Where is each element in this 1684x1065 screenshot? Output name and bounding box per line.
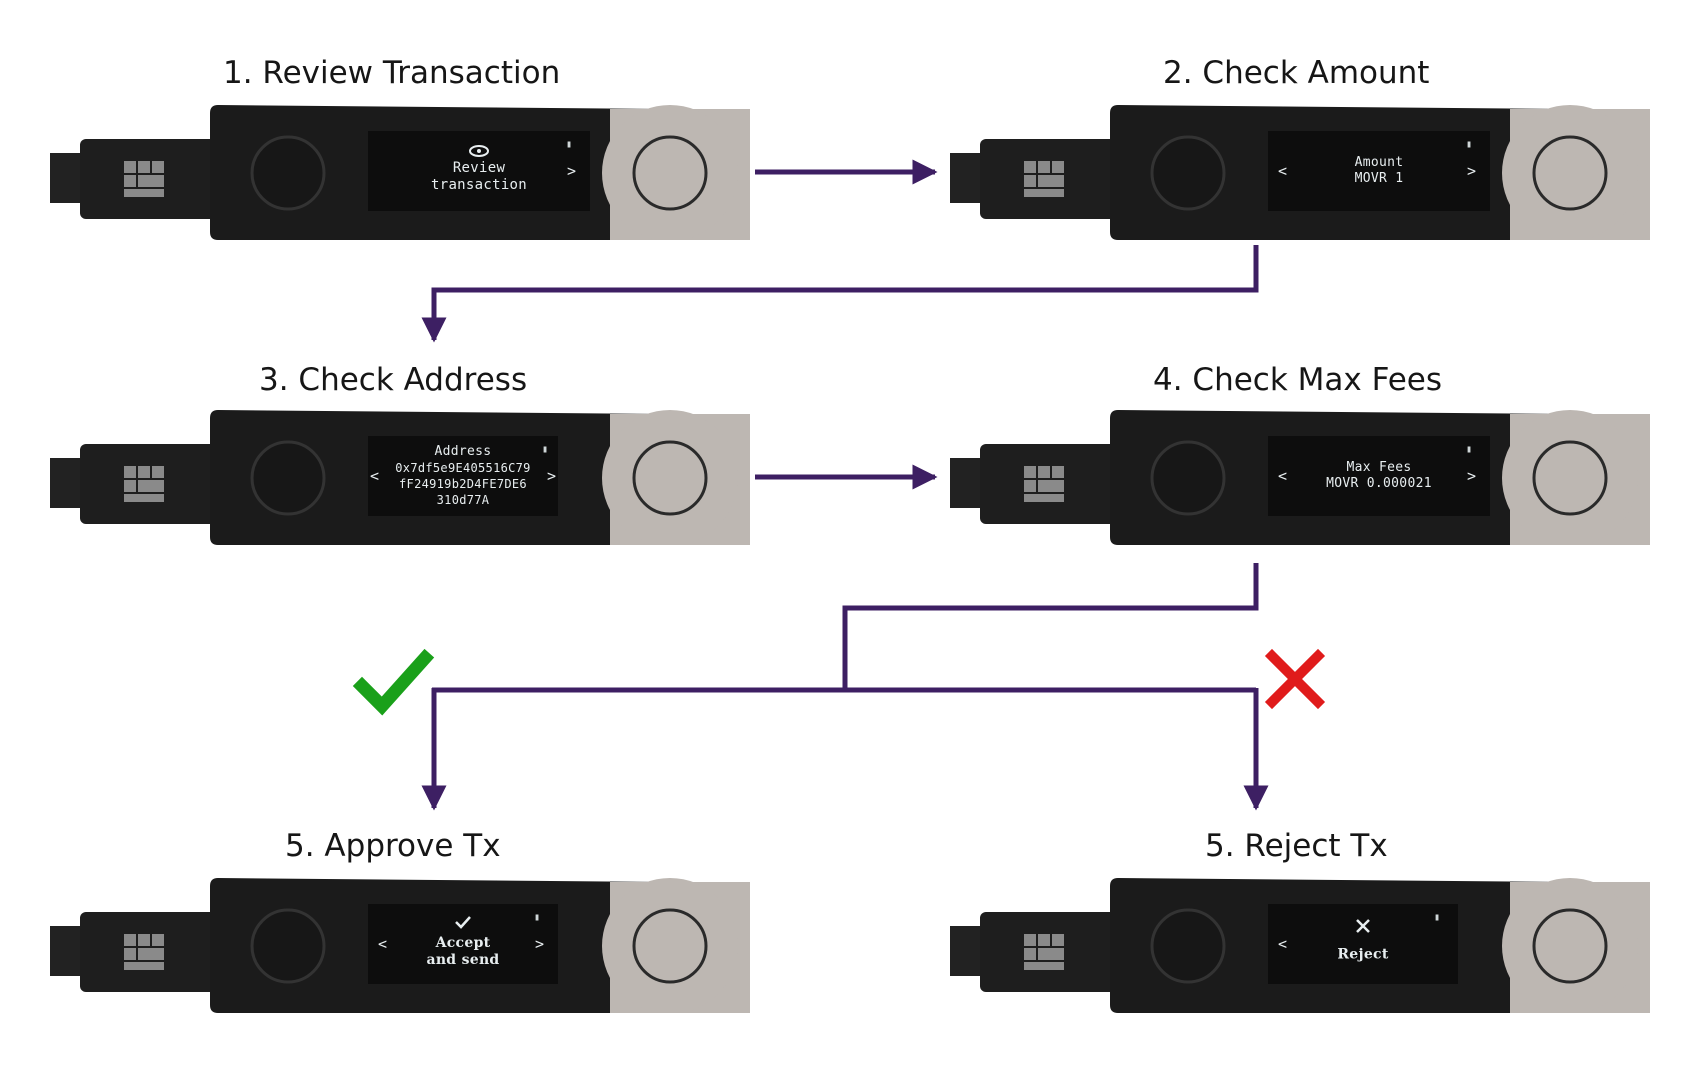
ledger-device-approve: Accept and send < > ▮	[50, 878, 750, 1013]
chevron-left-icon: <	[378, 935, 388, 953]
eye-icon	[469, 145, 489, 157]
device-screen: Max Fees MOVR 0.000021 < > ▮	[1268, 436, 1490, 516]
step5-reject-title: 5. Reject Tx	[1205, 828, 1388, 864]
chevron-right-icon: >	[1466, 162, 1476, 180]
battery-icon: ▮	[565, 139, 572, 150]
ledger-device-step4: Max Fees MOVR 0.000021 < > ▮	[950, 410, 1650, 545]
screen-line: transaction	[430, 177, 528, 194]
step4-title: 4. Check Max Fees	[1153, 362, 1443, 398]
screen-line: Amount	[1354, 155, 1404, 170]
screen-line: MOVR 1	[1354, 171, 1404, 186]
usb-logo-icon	[1024, 161, 1064, 197]
battery-icon: ▮	[541, 444, 548, 455]
battery-icon: ▮	[533, 912, 540, 923]
step1-title: 1. Review Transaction	[223, 55, 561, 91]
screen-line: 310d77A	[436, 493, 490, 507]
screen-line: Max Fees	[1346, 460, 1412, 475]
usb-logo-icon	[124, 466, 164, 502]
usb-logo-icon	[1024, 934, 1064, 970]
screen-line: fF24919b2D4FE7DE6	[399, 477, 527, 491]
arrow-step2-to-step3	[421, 245, 1259, 343]
step2-title: 2. Check Amount	[1163, 55, 1430, 91]
ledger-device-step3: Address 0x7df5e9E405516C79 fF24919b2D4FE…	[50, 410, 750, 545]
battery-icon: ▮	[1433, 912, 1440, 923]
check-icon	[455, 916, 471, 929]
ledger-device-step1: Review transaction > ▮	[50, 105, 750, 240]
chevron-right-icon: >	[1466, 467, 1476, 485]
device-screen: Review transaction > ▮	[368, 131, 590, 211]
checkmark-icon	[352, 648, 435, 716]
step3-title: 3. Check Address	[259, 362, 528, 398]
screen-line: and send	[426, 952, 500, 968]
chevron-left-icon: <	[1278, 935, 1288, 953]
device-screen: Address 0x7df5e9E405516C79 fF24919b2D4FE…	[368, 436, 558, 516]
device-screen: Amount MOVR 1 < > ▮	[1268, 131, 1490, 211]
device-screen: Accept and send < > ▮	[368, 904, 558, 984]
chevron-left-icon: <	[370, 467, 380, 485]
screen-line: Address	[434, 444, 492, 459]
chevron-left-icon: <	[1278, 162, 1288, 180]
screen-line: MOVR 0.000021	[1326, 476, 1432, 491]
cross-icon	[1264, 648, 1326, 710]
ledger-device-reject: Reject < ▮	[950, 878, 1650, 1013]
battery-icon: ▮	[1465, 139, 1472, 150]
device-body	[50, 105, 750, 240]
step5-approve-title: 5. Approve Tx	[285, 828, 501, 864]
screen-line: Accept	[435, 935, 491, 951]
screen-line: Reject	[1337, 946, 1389, 963]
chevron-right-icon: >	[566, 162, 576, 180]
usb-logo-icon	[1024, 466, 1064, 502]
screen-line: 0x7df5e9E405516C79	[395, 461, 531, 475]
device-body	[950, 410, 1650, 545]
arrow-step4-to-branch	[842, 563, 1259, 690]
x-icon	[1356, 919, 1370, 933]
chevron-right-icon: >	[534, 935, 544, 953]
chevron-left-icon: <	[1278, 467, 1288, 485]
chevron-right-icon: >	[546, 467, 556, 485]
device-screen: Reject < ▮	[1268, 904, 1458, 984]
screen-line: Review	[452, 160, 506, 177]
usb-logo-icon	[124, 161, 164, 197]
usb-logo-icon	[124, 934, 164, 970]
battery-icon: ▮	[1465, 444, 1472, 455]
ledger-device-step2: Amount MOVR 1 < > ▮	[950, 105, 1650, 240]
